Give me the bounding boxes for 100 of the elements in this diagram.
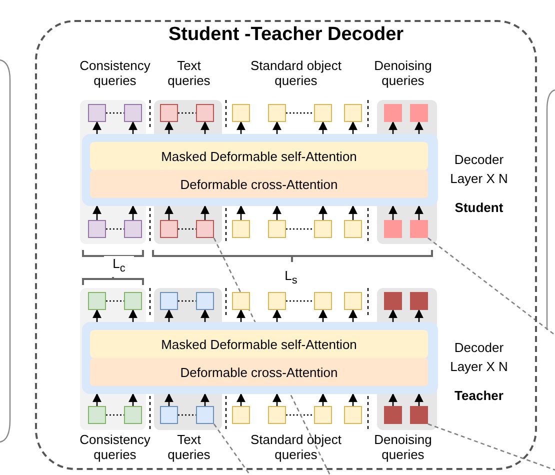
query-group-label: Consistency queries (78, 58, 152, 88)
arrow (348, 393, 358, 406)
arrow (318, 309, 328, 322)
arrow (318, 393, 328, 406)
arrow (348, 121, 358, 134)
query-square (410, 104, 428, 122)
decoder-layer-block (82, 322, 438, 394)
dotted-connector (106, 112, 124, 114)
query-square (384, 220, 402, 238)
arrow (318, 205, 328, 220)
layer-caption: Decoder Layer X N (449, 339, 509, 376)
query-group-label: Text queries (166, 58, 212, 88)
dotted-connector (286, 112, 314, 114)
leader-line (428, 237, 555, 336)
dotted-connector (178, 414, 196, 416)
query-square (314, 220, 332, 238)
query-square (384, 104, 402, 122)
query-square (124, 292, 142, 310)
arrow (414, 393, 424, 406)
arrow (128, 393, 138, 406)
dotted-connector (178, 112, 196, 114)
query-square (88, 104, 106, 122)
query-square (314, 292, 332, 310)
arrow (128, 121, 138, 134)
arrow (200, 309, 210, 322)
query-square (160, 220, 178, 238)
arrow (236, 393, 246, 406)
arrow (164, 393, 174, 406)
query-square (232, 220, 250, 238)
query-square (314, 104, 332, 122)
query-square (88, 220, 106, 238)
arrow (272, 205, 282, 220)
arrow (272, 309, 282, 322)
arrow (272, 393, 282, 406)
query-square (384, 406, 402, 424)
leader-line (428, 423, 555, 471)
dashed-group-frame (35, 20, 537, 470)
query-group-label: Denoising queries (373, 58, 433, 88)
attention-sublayer: Masked Deformable self-Attention (90, 142, 428, 170)
query-square (384, 292, 402, 310)
dotted-connector (286, 300, 314, 302)
query-square (124, 104, 142, 122)
query-square (268, 406, 286, 424)
arrow (236, 309, 246, 322)
dotted-connector (286, 414, 314, 416)
arrow (92, 393, 102, 406)
query-square (196, 292, 214, 310)
query-square (196, 104, 214, 122)
group-title: Student -Teacher Decoder (168, 24, 404, 46)
arrow (200, 121, 210, 134)
query-square (410, 220, 428, 238)
query-square (268, 292, 286, 310)
arrow (164, 205, 174, 220)
role-label: Student (454, 199, 504, 217)
dotted-connector (178, 228, 196, 230)
query-square (196, 406, 214, 424)
query-group-label: Denoising queries (373, 432, 433, 462)
arrow (388, 205, 398, 220)
arrow (200, 205, 210, 220)
arrow (348, 309, 358, 322)
arrow (318, 121, 328, 134)
dotted-connector (286, 228, 314, 230)
query-square (344, 292, 362, 310)
dotted-connector (106, 300, 124, 302)
query-group-label: Consistency queries (78, 432, 152, 462)
arrow (414, 309, 424, 322)
dotted-connector (106, 228, 124, 230)
arrow (92, 309, 102, 322)
query-square (344, 104, 362, 122)
query-square (344, 406, 362, 424)
query-square (160, 292, 178, 310)
arrow (92, 205, 102, 220)
attention-sublayer: Deformable cross-Attention (90, 358, 428, 386)
query-square (124, 220, 142, 238)
query-square (344, 220, 362, 238)
query-square (268, 220, 286, 238)
query-square (160, 104, 178, 122)
query-square (232, 104, 250, 122)
attention-sublayer: Deformable cross-Attention (90, 170, 428, 198)
arrow (128, 205, 138, 220)
loss-label: L$_{c}$ (104, 256, 134, 277)
arrow (388, 121, 398, 134)
query-square (124, 406, 142, 424)
query-square (232, 406, 250, 424)
leader-line (213, 424, 251, 475)
arrow (164, 121, 174, 134)
query-square (410, 292, 428, 310)
query-square (232, 292, 250, 310)
arrow (164, 309, 174, 322)
query-square (314, 406, 332, 424)
arrow (388, 393, 398, 406)
arrow (128, 309, 138, 322)
query-square (88, 292, 106, 310)
arrow (414, 121, 424, 134)
attention-sublayer: Masked Deformable self-Attention (90, 330, 428, 358)
arrow (272, 121, 282, 134)
query-group-label: Standard object queries (249, 58, 343, 88)
arrow (92, 121, 102, 134)
role-label: Teacher (454, 387, 504, 405)
arrow (236, 205, 246, 220)
